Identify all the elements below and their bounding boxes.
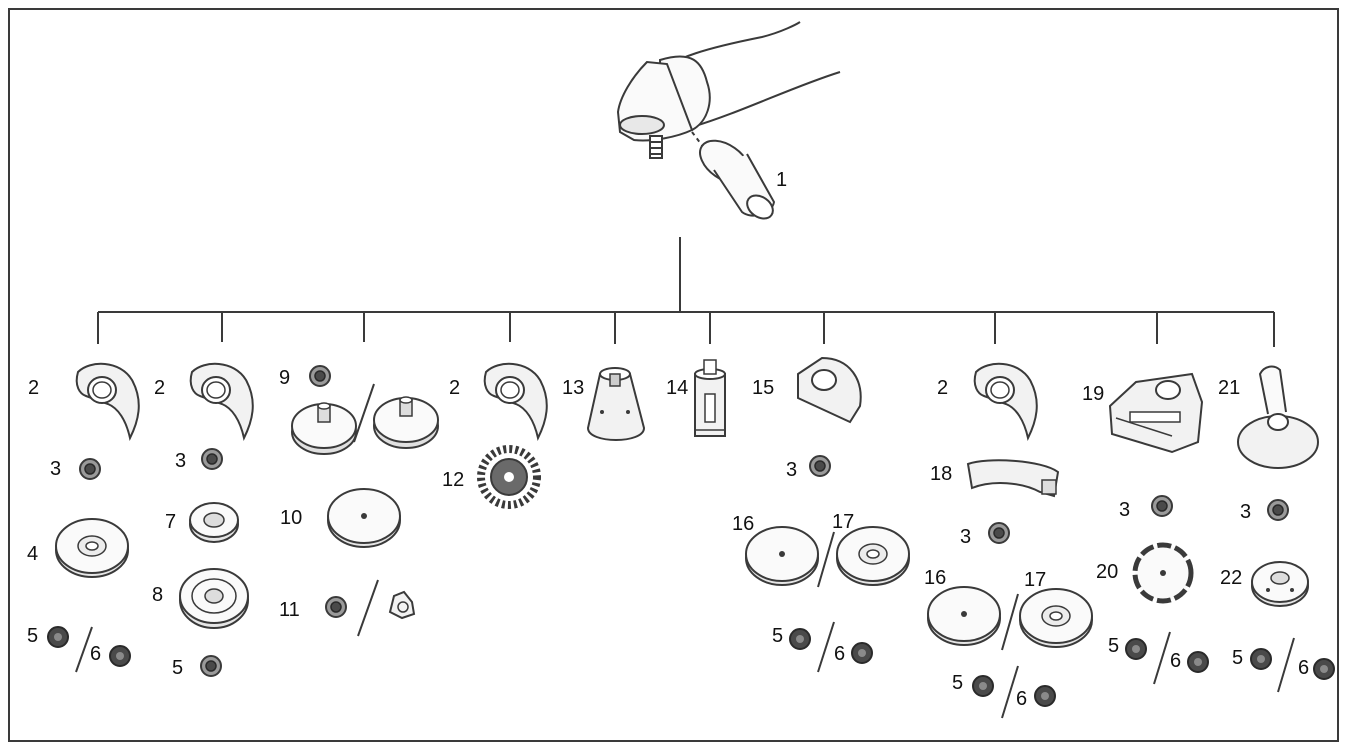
- wheel-guard-part: [973, 362, 1038, 439]
- cup-brush-part: [189, 502, 239, 543]
- extraction-hood-part: [1237, 365, 1319, 469]
- label-22: 22: [1220, 567, 1242, 589]
- wire-brush-part: [477, 445, 541, 509]
- sanding-disc-part: [327, 488, 401, 548]
- label-19: 19: [1082, 383, 1104, 405]
- label-9: 9: [279, 367, 290, 389]
- label-1: 1: [776, 169, 787, 191]
- column-4: 2 12: [442, 362, 548, 509]
- tree-connectors: [97, 237, 1275, 347]
- label-6: 6: [1170, 650, 1181, 672]
- label-5: 5: [172, 657, 183, 679]
- quick-nut-part: [1187, 651, 1209, 673]
- backing-pad-part: [373, 396, 439, 449]
- nut-part: [988, 522, 1010, 544]
- nut-part: [1267, 499, 1289, 521]
- backing-pad-part: [291, 402, 357, 455]
- guard-attachment-part: [966, 459, 1060, 498]
- label-2: 2: [937, 377, 948, 399]
- cup-wheel-part: [586, 367, 646, 441]
- core-bit-part: [694, 359, 726, 437]
- side-handle-drawing: [691, 131, 776, 220]
- label-5: 5: [1232, 647, 1243, 669]
- cutting-disc-part: [745, 526, 819, 586]
- label-6: 6: [834, 643, 845, 665]
- label-3: 3: [175, 450, 186, 472]
- wheel-guard-part: [75, 362, 140, 439]
- label-15: 15: [752, 377, 774, 399]
- label-4: 4: [27, 543, 38, 565]
- nut-part: [809, 455, 831, 477]
- cutting-guard-part: [797, 356, 862, 424]
- flange-nut-part: [972, 675, 994, 697]
- label-3: 3: [50, 458, 61, 480]
- diamond-disc-part: [836, 526, 910, 586]
- diamond-disc-part: [1019, 588, 1093, 648]
- cutting-disc-part: [927, 586, 1001, 646]
- label-14: 14: [666, 377, 688, 399]
- grinding-disc-part: [55, 518, 129, 578]
- segmented-diamond-wheel-part: [1132, 542, 1194, 604]
- label-16: 16: [924, 567, 946, 589]
- nut-part: [201, 448, 223, 470]
- label-20: 20: [1096, 561, 1118, 583]
- quick-nut-part: [109, 645, 131, 667]
- nut-part: [325, 596, 347, 618]
- column-7: 15 3 16 17 5 6: [732, 356, 910, 673]
- accessory-diagram: 1 2 3 4 5 6 2 3 7 8 5: [27, 21, 1335, 719]
- label-17: 17: [832, 511, 854, 533]
- diagram-frame: 1 2 3 4 5 6 2 3 7 8 5: [8, 8, 1339, 742]
- column-10: 21 3 22 5 6: [1218, 365, 1335, 693]
- label-12: 12: [442, 469, 464, 491]
- diamond-cup-wheel-part: [1251, 561, 1309, 607]
- label-2: 2: [28, 377, 39, 399]
- label-6: 6: [90, 643, 101, 665]
- nut-part: [79, 458, 101, 480]
- flange-nut-part: [789, 628, 811, 650]
- column-9: 19 3 20 5 6: [1082, 372, 1209, 685]
- label-18: 18: [930, 463, 952, 485]
- wheel-guard-part: [483, 362, 548, 439]
- angle-grinder-drawing: [616, 21, 841, 220]
- column-8: 2 18 3 16 17 5 6: [924, 362, 1093, 719]
- column-3: 9 10 11: [279, 365, 439, 637]
- label-16: 16: [732, 513, 754, 535]
- column-1: 2 3 4 5 6: [27, 362, 140, 673]
- nut-part: [309, 365, 331, 387]
- label-3: 3: [786, 459, 797, 481]
- column-2: 2 3 7 8 5: [152, 362, 254, 679]
- label-3: 3: [960, 526, 971, 548]
- label-5: 5: [27, 625, 38, 647]
- label-10: 10: [280, 507, 302, 529]
- label-17: 17: [1024, 569, 1046, 591]
- nut-part: [200, 655, 222, 677]
- label-2: 2: [449, 377, 460, 399]
- label-3: 3: [1119, 499, 1130, 521]
- label-3: 3: [1240, 501, 1251, 523]
- nut-part: [1151, 495, 1173, 517]
- column-6: 14: [666, 359, 726, 437]
- label-5: 5: [1108, 635, 1119, 657]
- label-6: 6: [1016, 688, 1027, 710]
- label-6: 6: [1298, 657, 1309, 679]
- quick-nut-part: [851, 642, 873, 664]
- label-13: 13: [562, 377, 584, 399]
- quick-nut-part: [1313, 658, 1335, 680]
- label-21: 21: [1218, 377, 1240, 399]
- label-7: 7: [165, 511, 176, 533]
- label-5: 5: [952, 672, 963, 694]
- flange-nut-part: [1250, 648, 1272, 670]
- quick-nut-part: [1034, 685, 1056, 707]
- column-5: 13: [562, 367, 646, 441]
- label-5: 5: [772, 625, 783, 647]
- cutting-guide-part: [1108, 372, 1204, 454]
- nut-part: [388, 590, 416, 620]
- label-11: 11: [279, 599, 300, 621]
- wheel-guard-part: [189, 362, 254, 439]
- flange-nut-part: [47, 626, 69, 648]
- flap-disc-part: [179, 568, 249, 629]
- label-2: 2: [154, 377, 165, 399]
- flange-nut-part: [1125, 638, 1147, 660]
- label-8: 8: [152, 584, 163, 606]
